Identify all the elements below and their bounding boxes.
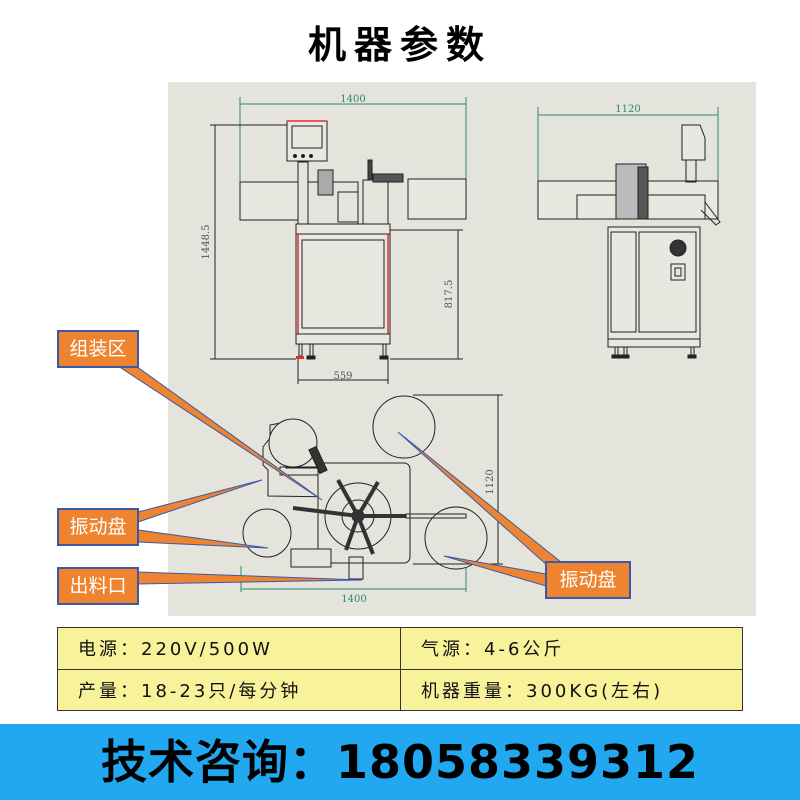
machine-drawing: 1400 1448.5 817.5 559 — [168, 82, 756, 616]
top-view — [240, 394, 503, 592]
spec-output: 产量：18-23只/每分钟 — [57, 668, 401, 711]
spec-table: 电源：220V/500W 气源：4-6公斤 产量：18-23只/每分钟 机器重量… — [57, 627, 743, 711]
spec-row: 电源：220V/500W 气源：4-6公斤 — [57, 627, 743, 670]
spec-weight: 机器重量：300KG(左右) — [400, 668, 743, 711]
contact-text: 技术咨询：18058339312 — [0, 724, 800, 800]
callout-outlet: 出料口 — [57, 567, 139, 605]
top-depth-dim: 1120 — [485, 469, 496, 494]
side-view — [537, 107, 721, 359]
front-height-dim: 1448.5 — [201, 225, 212, 260]
front-view — [210, 97, 467, 384]
callout-vibratory-bowl-right: 振动盘 — [545, 561, 631, 599]
base-width-dim: 559 — [333, 371, 352, 382]
side-width-dim: 1120 — [615, 104, 640, 115]
callout-vibratory-bowl-left: 振动盘 — [57, 508, 139, 546]
contact-phone[interactable]: 18058339312 — [335, 735, 700, 789]
spec-row: 产量：18-23只/每分钟 机器重量：300KG(左右) — [57, 668, 743, 711]
table-height-dim: 817.5 — [444, 280, 455, 309]
spec-power: 电源：220V/500W — [57, 627, 401, 670]
contact-banner: 技术咨询：18058339312 — [0, 724, 800, 800]
page-title: 机器参数 — [307, 23, 492, 67]
front-width-dim: 1400 — [340, 94, 365, 105]
contact-label: 技术咨询： — [100, 735, 336, 789]
callout-assembly-area: 组装区 — [57, 330, 139, 368]
technical-drawing: 1400 1448.5 817.5 559 — [201, 94, 721, 605]
top-width-dim: 1400 — [341, 594, 366, 605]
spec-air-pressure: 气源：4-6公斤 — [400, 627, 743, 670]
